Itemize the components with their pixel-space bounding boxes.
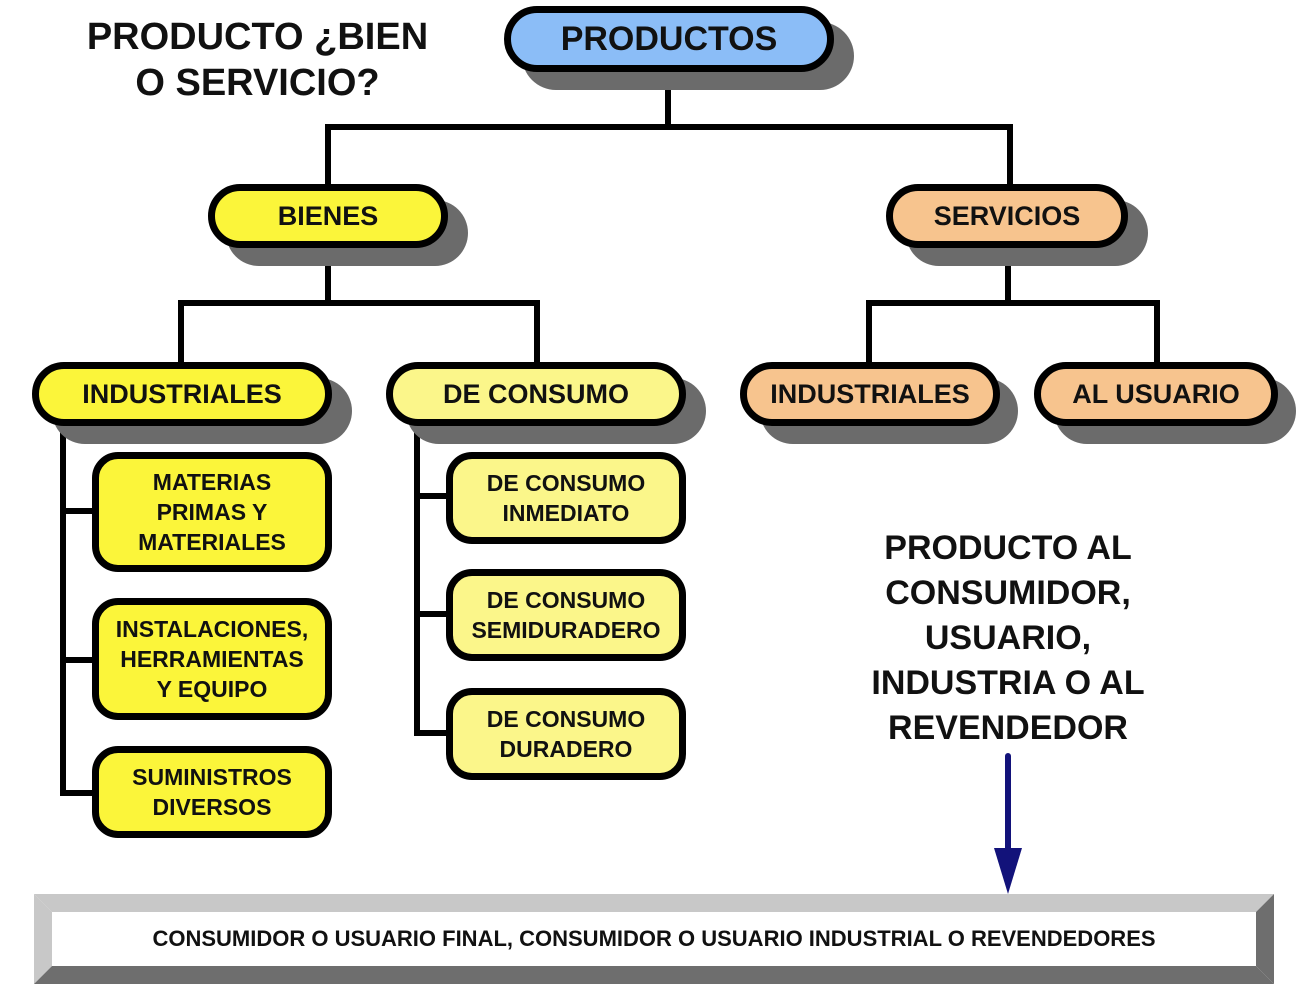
connector-consumo-item-2 [414, 611, 450, 617]
node-servicios[interactable]: SERVICIOS [886, 184, 1128, 248]
node-al-usuario[interactable]: AL USUARIO [1034, 362, 1278, 426]
connector-consumo-item-1 [414, 493, 450, 499]
node-servicios-industriales[interactable]: INDUSTRIALES [740, 362, 1000, 426]
diagram-title: PRODUCTO ¿BIEN O SERVICIO? [86, 16, 429, 104]
item-consumo-inmediato[interactable]: DE CONSUMO INMEDIATO [446, 452, 686, 544]
connector-bienes-horizontal [178, 300, 540, 306]
connector-to-industriales [178, 300, 184, 366]
item-materias-primas[interactable]: MATERIAS PRIMAS Y MATERIALES [92, 452, 332, 572]
item-consumo-semiduradero[interactable]: DE CONSUMO SEMIDURADERO [446, 569, 686, 661]
connector-servicios-horizontal [866, 300, 1160, 306]
connector-to-bienes [325, 124, 331, 190]
item-consumo-duradero[interactable]: DE CONSUMO DURADERO [446, 688, 686, 780]
connector-to-serv-industriales [866, 300, 872, 366]
node-de-consumo[interactable]: DE CONSUMO [386, 362, 686, 426]
node-bienes[interactable]: BIENES [208, 184, 448, 248]
footer-text: CONSUMIDOR O USUARIO FINAL, CONSUMIDOR O… [152, 926, 1156, 951]
item-suministros[interactable]: SUMINISTROS DIVERSOS [92, 746, 332, 838]
footer-bevel-frame [34, 894, 1274, 984]
connector-bienes-down [325, 240, 331, 304]
connector-industriales-item-3 [60, 790, 96, 796]
note-text: PRODUCTO AL CONSUMIDOR, USUARIO, INDUSTR… [871, 529, 1145, 747]
root-node-productos[interactable]: PRODUCTOS [504, 6, 834, 72]
connector-servicios-down [1005, 240, 1011, 304]
connector-to-al-usuario [1154, 300, 1160, 366]
connector-root-horizontal [325, 124, 1013, 130]
connector-consumo-item-3 [414, 730, 450, 736]
connector-industriales-item-2 [60, 657, 96, 663]
connector-industriales-item-1 [60, 508, 96, 514]
connector-to-consumo [534, 300, 540, 366]
down-arrow-icon [994, 753, 1022, 894]
connector-industriales-spine [60, 418, 66, 796]
connector-to-servicios [1007, 124, 1013, 190]
connector-root-down [665, 68, 671, 130]
node-bienes-industriales[interactable]: INDUSTRIALES [32, 362, 332, 426]
connector-consumo-spine [414, 418, 420, 736]
item-instalaciones[interactable]: INSTALACIONES, HERRAMIENTAS Y EQUIPO [92, 598, 332, 720]
